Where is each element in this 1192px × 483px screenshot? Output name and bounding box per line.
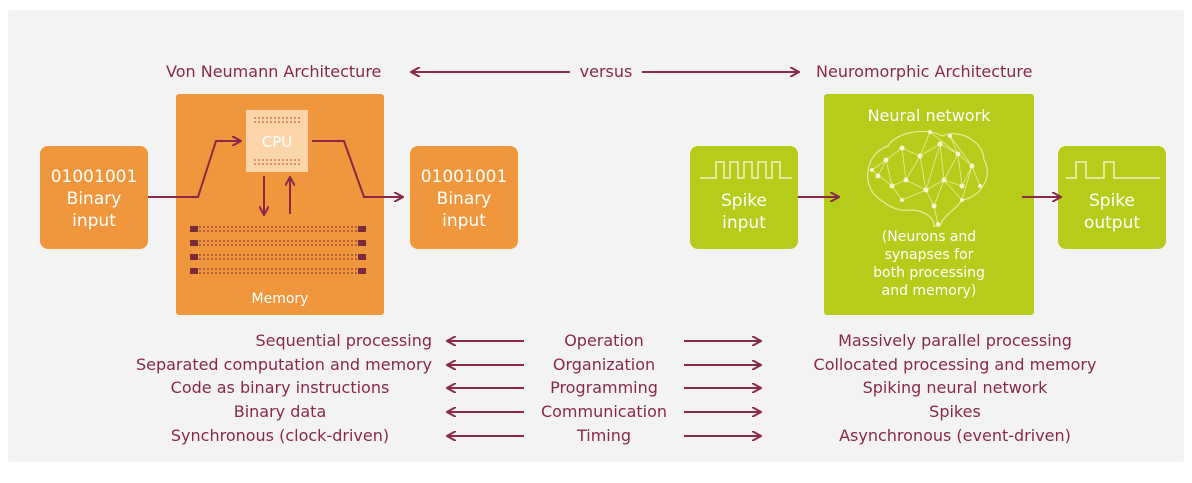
binary-output-bits: 01001001 <box>420 167 508 187</box>
comparison-right: Collocated processing and memory <box>813 355 1097 374</box>
versus-label: versus <box>579 62 633 81</box>
binary-input-box <box>40 146 148 249</box>
comparison-left: Sequential processing <box>255 331 432 350</box>
spike-output-label-2: output <box>1083 213 1141 233</box>
binary-input-label-2: input <box>72 211 116 231</box>
comparison-aspect: Programming <box>550 378 658 397</box>
neural-network-note-2: synapses for <box>884 247 974 263</box>
comparison-right: Asynchronous (event-driven) <box>839 426 1071 445</box>
binary-output-label-2: input <box>442 211 486 231</box>
spike-train-output-icon <box>1066 161 1160 179</box>
neural-network-title: Neural network <box>867 106 991 125</box>
comparison-right: Spikes <box>929 402 981 421</box>
cpu-label: CPU <box>261 133 293 151</box>
spike-output-label-1: Spike <box>1088 191 1135 211</box>
comparison-right: Massively parallel processing <box>838 331 1072 350</box>
comparison-arrows <box>448 341 760 436</box>
neural-network-note-3: both processing <box>873 265 985 281</box>
brain-nodes <box>870 130 982 226</box>
neuromorphic-title: Neuromorphic Architecture <box>816 62 1033 81</box>
comparison-left: Synchronous (clock-driven) <box>170 426 390 445</box>
comparison-aspect: Organization <box>552 355 656 374</box>
neural-network-note-1: (Neurons and <box>881 229 977 245</box>
spike-output-box <box>1058 146 1166 249</box>
binary-output-box <box>410 146 518 249</box>
binary-input-bits: 01001001 <box>50 167 138 187</box>
comparison-left: Separated computation and memory <box>135 355 432 374</box>
von-neumann-core-box <box>176 94 384 315</box>
comparison-right: Spiking neural network <box>862 378 1048 397</box>
memory-bars-icon <box>190 226 366 274</box>
comparison-left: Code as binary instructions <box>170 378 390 397</box>
spike-input-label-1: Spike <box>720 191 767 211</box>
spike-input-box <box>690 146 798 249</box>
cpu-chip-icon <box>246 110 308 172</box>
spike-train-input-icon <box>700 161 792 179</box>
binary-input-label-1: Binary <box>66 189 122 209</box>
spike-input-label-2: input <box>722 213 766 233</box>
comparison-aspect: Operation <box>564 331 644 350</box>
cpu-to-output-arrow <box>312 140 402 197</box>
von-neumann-title: Von Neumann Architecture <box>166 62 382 81</box>
binary-output-label-1: Binary <box>436 189 492 209</box>
memory-label: Memory <box>251 291 309 307</box>
neural-network-note-4: and memory) <box>881 283 977 299</box>
comparison-aspect: Timing <box>576 426 632 445</box>
comparison-aspect: Communication <box>540 402 668 421</box>
comparison-left: Binary data <box>233 402 327 421</box>
binary-input-to-cpu-arrow <box>140 141 240 198</box>
